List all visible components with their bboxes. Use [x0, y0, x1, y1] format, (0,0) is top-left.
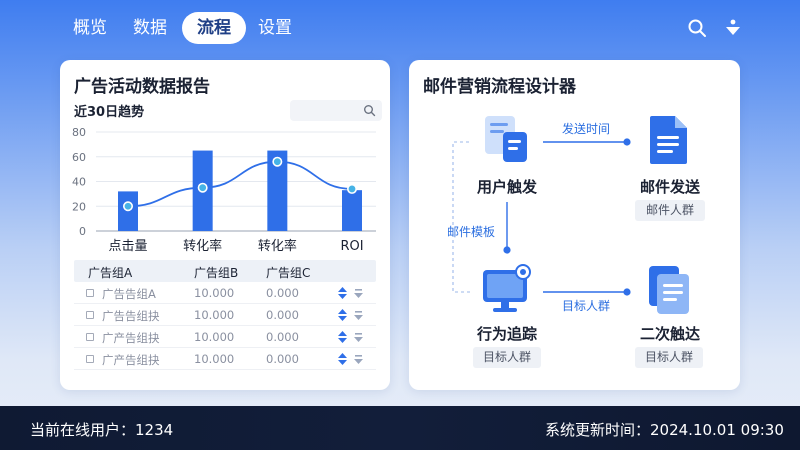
sort-icon[interactable] [338, 309, 347, 321]
badge-target-crowd: 目标人群 [473, 347, 541, 368]
sort-icon[interactable] [338, 287, 347, 299]
download-icon[interactable] [722, 17, 744, 39]
badge-target-crowd: 目标人群 [635, 347, 703, 368]
row-value-b: 10.000 [194, 352, 235, 366]
line-point [346, 183, 357, 194]
document-icon[interactable] [481, 114, 531, 166]
dashed-connector [452, 141, 471, 293]
table-row[interactable]: 广产告组抉 10.000 0.000 [74, 348, 376, 370]
y-tick-label: 40 [72, 176, 86, 189]
flow-panel: 邮件营销流程设计器 用户触发 邮件发送 邮件人群 [409, 60, 740, 390]
sort-icon[interactable] [338, 331, 347, 343]
row-value-c: 0.000 [266, 286, 299, 300]
tab-overview[interactable]: 概览 [73, 18, 107, 38]
edge-label-send-time: 发送时间 [562, 122, 611, 136]
row-value-b: 10.000 [194, 286, 235, 300]
table-row[interactable]: 广产告组抉 10.000 0.000 [74, 326, 376, 348]
table-header: 广告组A 广告组B 广告组C [74, 260, 376, 282]
edge-endpoint [623, 288, 631, 296]
row-checkbox[interactable] [86, 355, 94, 363]
row-name: 广告告组抉 [102, 309, 160, 323]
report-panel: 广告活动数据报告 近30日趋势 0 20 40 60 80 点击量 转化率 转化率 ROI 广告… [60, 60, 390, 390]
adgroup-table: 广告组A 广告组B 广告组C 广告告组A 10.000 0.000 广告告组抉 10.0… [74, 260, 376, 370]
file-icon[interactable] [647, 114, 691, 166]
trend-line [127, 160, 353, 208]
column-header-a: 广告组A [88, 266, 133, 280]
report-search-input[interactable] [296, 102, 356, 119]
online-users: 当前在线用户：1234 [30, 421, 174, 439]
status-bar: 当前在线用户：1234 系统更新时间：2024.10.01 09:30 [0, 406, 800, 450]
x-tick-label: 转化率 [258, 238, 297, 254]
report-title: 广告活动数据报告 [74, 77, 210, 97]
search-icon[interactable] [363, 104, 376, 117]
row-value-c: 0.000 [266, 352, 299, 366]
y-tick-label: 0 [79, 225, 86, 238]
row-name: 广产告组抉 [102, 331, 160, 345]
badge-email-crowd: 邮件人群 [635, 200, 705, 221]
monitor-icon[interactable] [479, 264, 537, 318]
sort-down-icon[interactable] [354, 333, 363, 342]
row-value-b: 10.000 [194, 330, 235, 344]
node-email-send[interactable]: 邮件发送 [639, 178, 700, 196]
bar [267, 150, 288, 231]
column-header-b: 广告组B [194, 266, 239, 280]
row-value-b: 10.000 [194, 308, 235, 322]
line-point [122, 201, 133, 212]
search-icon[interactable] [686, 17, 708, 39]
row-checkbox[interactable] [86, 333, 94, 341]
top-nav: 概览 数据 流程 设置 [0, 0, 800, 56]
trend-subtitle: 近30日趋势 [74, 105, 145, 120]
node-secondary-reach[interactable]: 二次触达 [639, 325, 700, 343]
flow-connectors [452, 138, 631, 296]
flow-title: 邮件营销流程设计器 [423, 77, 576, 97]
tab-data[interactable]: 数据 [133, 18, 167, 38]
x-tick-label: 点击量 [108, 239, 147, 254]
sort-icon[interactable] [338, 353, 347, 365]
node-behavior-tracking[interactable]: 行为追踪 [476, 325, 537, 343]
edge-label-email-template: 邮件模板 [447, 225, 496, 239]
tab-flow[interactable]: 流程 [182, 12, 246, 44]
edge-endpoint [503, 246, 511, 254]
tab-settings[interactable]: 设置 [258, 18, 292, 38]
line-point [197, 182, 208, 193]
line-point [272, 156, 283, 167]
row-value-c: 0.000 [266, 330, 299, 344]
update-time: 系统更新时间：2024.10.01 09:30 [545, 421, 784, 439]
row-value-c: 0.000 [266, 308, 299, 322]
y-tick-label: 80 [72, 126, 86, 139]
edge-endpoint [623, 138, 631, 146]
bar [342, 190, 362, 231]
row-checkbox[interactable] [86, 311, 94, 319]
stacked-docs-icon[interactable] [645, 262, 695, 318]
row-name: 广告告组A [102, 287, 156, 301]
row-name: 广产告组抉 [102, 353, 160, 367]
edge-label-target-crowd: 目标人群 [562, 299, 611, 313]
row-checkbox[interactable] [86, 289, 94, 297]
table-row[interactable]: 广告告组抉 10.000 0.000 [74, 304, 376, 326]
y-tick-label: 60 [72, 151, 86, 164]
x-tick-label: 转化率 [183, 238, 222, 254]
sort-down-icon[interactable] [354, 355, 363, 364]
x-tick-label: ROI [340, 239, 363, 254]
trend-chart: 0 20 40 60 80 点击量 转化率 转化率 ROI [72, 126, 376, 254]
sort-down-icon[interactable] [354, 311, 363, 320]
sort-down-icon[interactable] [354, 289, 363, 298]
table-row[interactable]: 广告告组A 10.000 0.000 [74, 282, 376, 304]
node-user-trigger[interactable]: 用户触发 [476, 178, 537, 196]
column-header-c: 广告组C [266, 266, 311, 280]
y-tick-label: 20 [72, 200, 86, 213]
report-search-box[interactable] [290, 100, 382, 121]
